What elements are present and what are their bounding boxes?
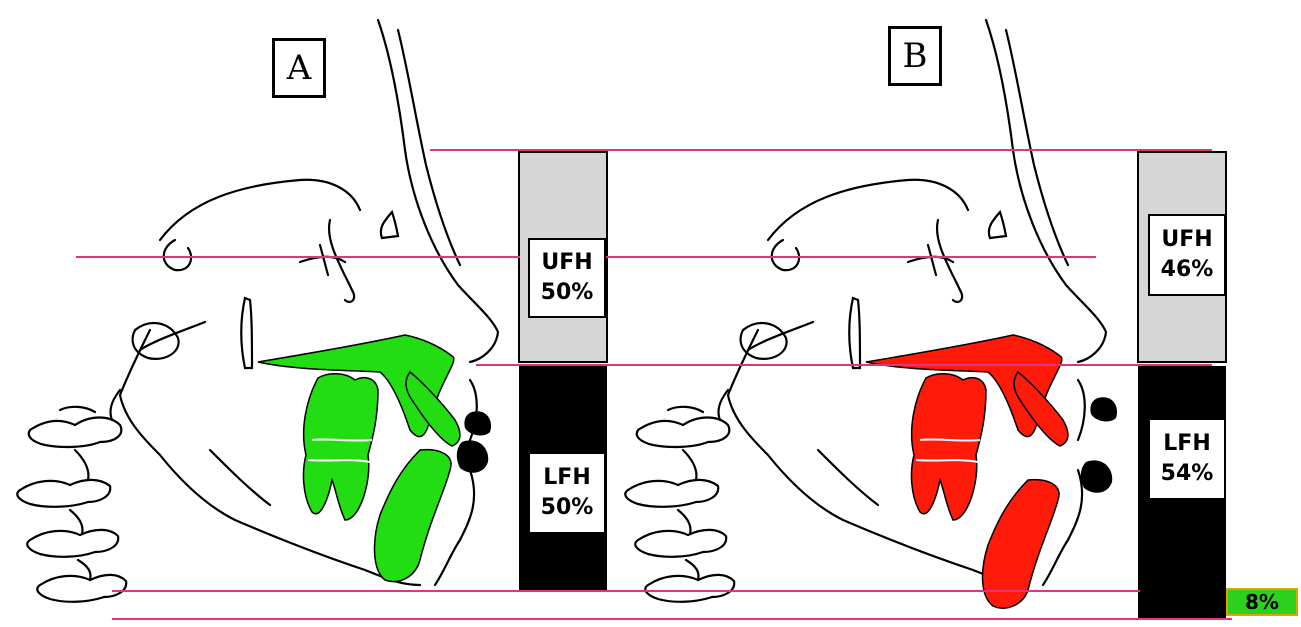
panel-b-lfh-value: 54% — [1150, 459, 1224, 489]
panel-b-mandible — [983, 480, 1059, 608]
panel-b-ufh-label: UFH 46% — [1148, 214, 1226, 296]
panel-a-lfh-name: LFH — [530, 463, 604, 493]
panel-a-ufh-name: UFH — [530, 248, 604, 278]
panel-b-lfh-name: LFH — [1150, 429, 1224, 459]
panel-a-label: A — [272, 38, 326, 98]
panel-b-ufh-value: 46% — [1150, 255, 1224, 285]
panel-b-upper-lip — [1090, 397, 1117, 421]
reference-lines — [76, 150, 1232, 619]
panel-b-label: B — [888, 26, 942, 86]
panel-a-lfh-value: 50% — [530, 493, 604, 523]
panel-a-tracing — [17, 20, 498, 602]
panel-a-lfh-label: LFH 50% — [528, 452, 606, 534]
panel-a-mandible — [375, 450, 451, 582]
panel-b-ufh-name: UFH — [1150, 225, 1224, 255]
difference-badge: 8% — [1226, 588, 1298, 616]
panel-a-ufh-label: UFH 50% — [528, 238, 606, 318]
panel-a-upper-lip — [464, 411, 491, 435]
panel-a-ufh-value: 50% — [530, 278, 604, 308]
panel-b-tracing — [625, 20, 1117, 608]
panel-b-molars — [912, 374, 986, 520]
panel-a-molars — [304, 374, 378, 520]
panel-a-lower-lip — [457, 440, 488, 472]
panel-b-lfh-label: LFH 54% — [1148, 418, 1226, 500]
panel-b-lower-lip — [1081, 460, 1112, 492]
